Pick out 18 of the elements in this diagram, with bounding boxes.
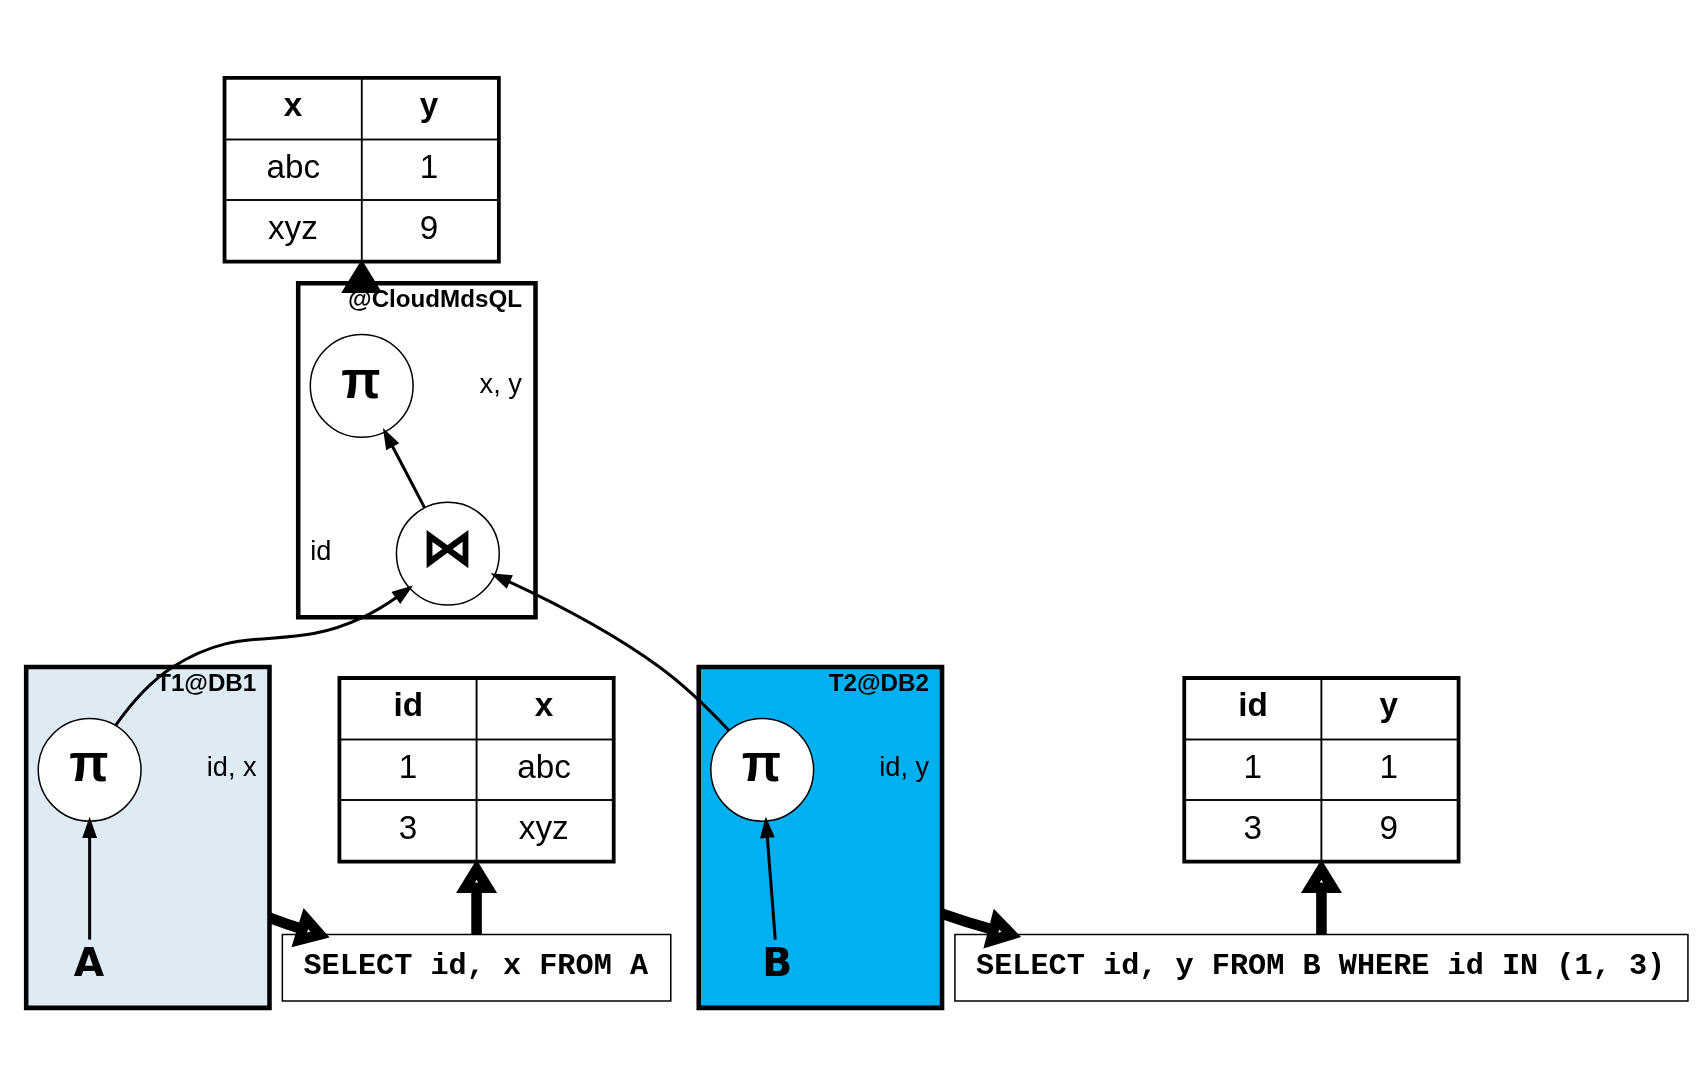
node-label: id, x — [206, 750, 257, 782]
arrow — [114, 584, 414, 726]
arrow — [759, 816, 777, 940]
node-circle: π — [309, 333, 414, 438]
arrow — [490, 572, 730, 731]
node-text: A — [73, 939, 105, 985]
arrow — [82, 816, 98, 940]
node-circle: ⋈ — [395, 501, 500, 606]
node-box: SELECT id, x FROM A — [281, 933, 672, 1002]
node-label: x, y — [479, 367, 522, 399]
node-label: id, y — [879, 750, 930, 782]
arrow — [382, 427, 426, 508]
node-label: id — [310, 534, 332, 566]
node-circle: π — [37, 717, 142, 822]
node-circle: π — [710, 717, 815, 822]
node-text: B — [762, 939, 793, 985]
node-box: SELECT id, y FROM B WHERE id IN (1, 3) — [954, 933, 1689, 1002]
arrow — [267, 907, 330, 947]
